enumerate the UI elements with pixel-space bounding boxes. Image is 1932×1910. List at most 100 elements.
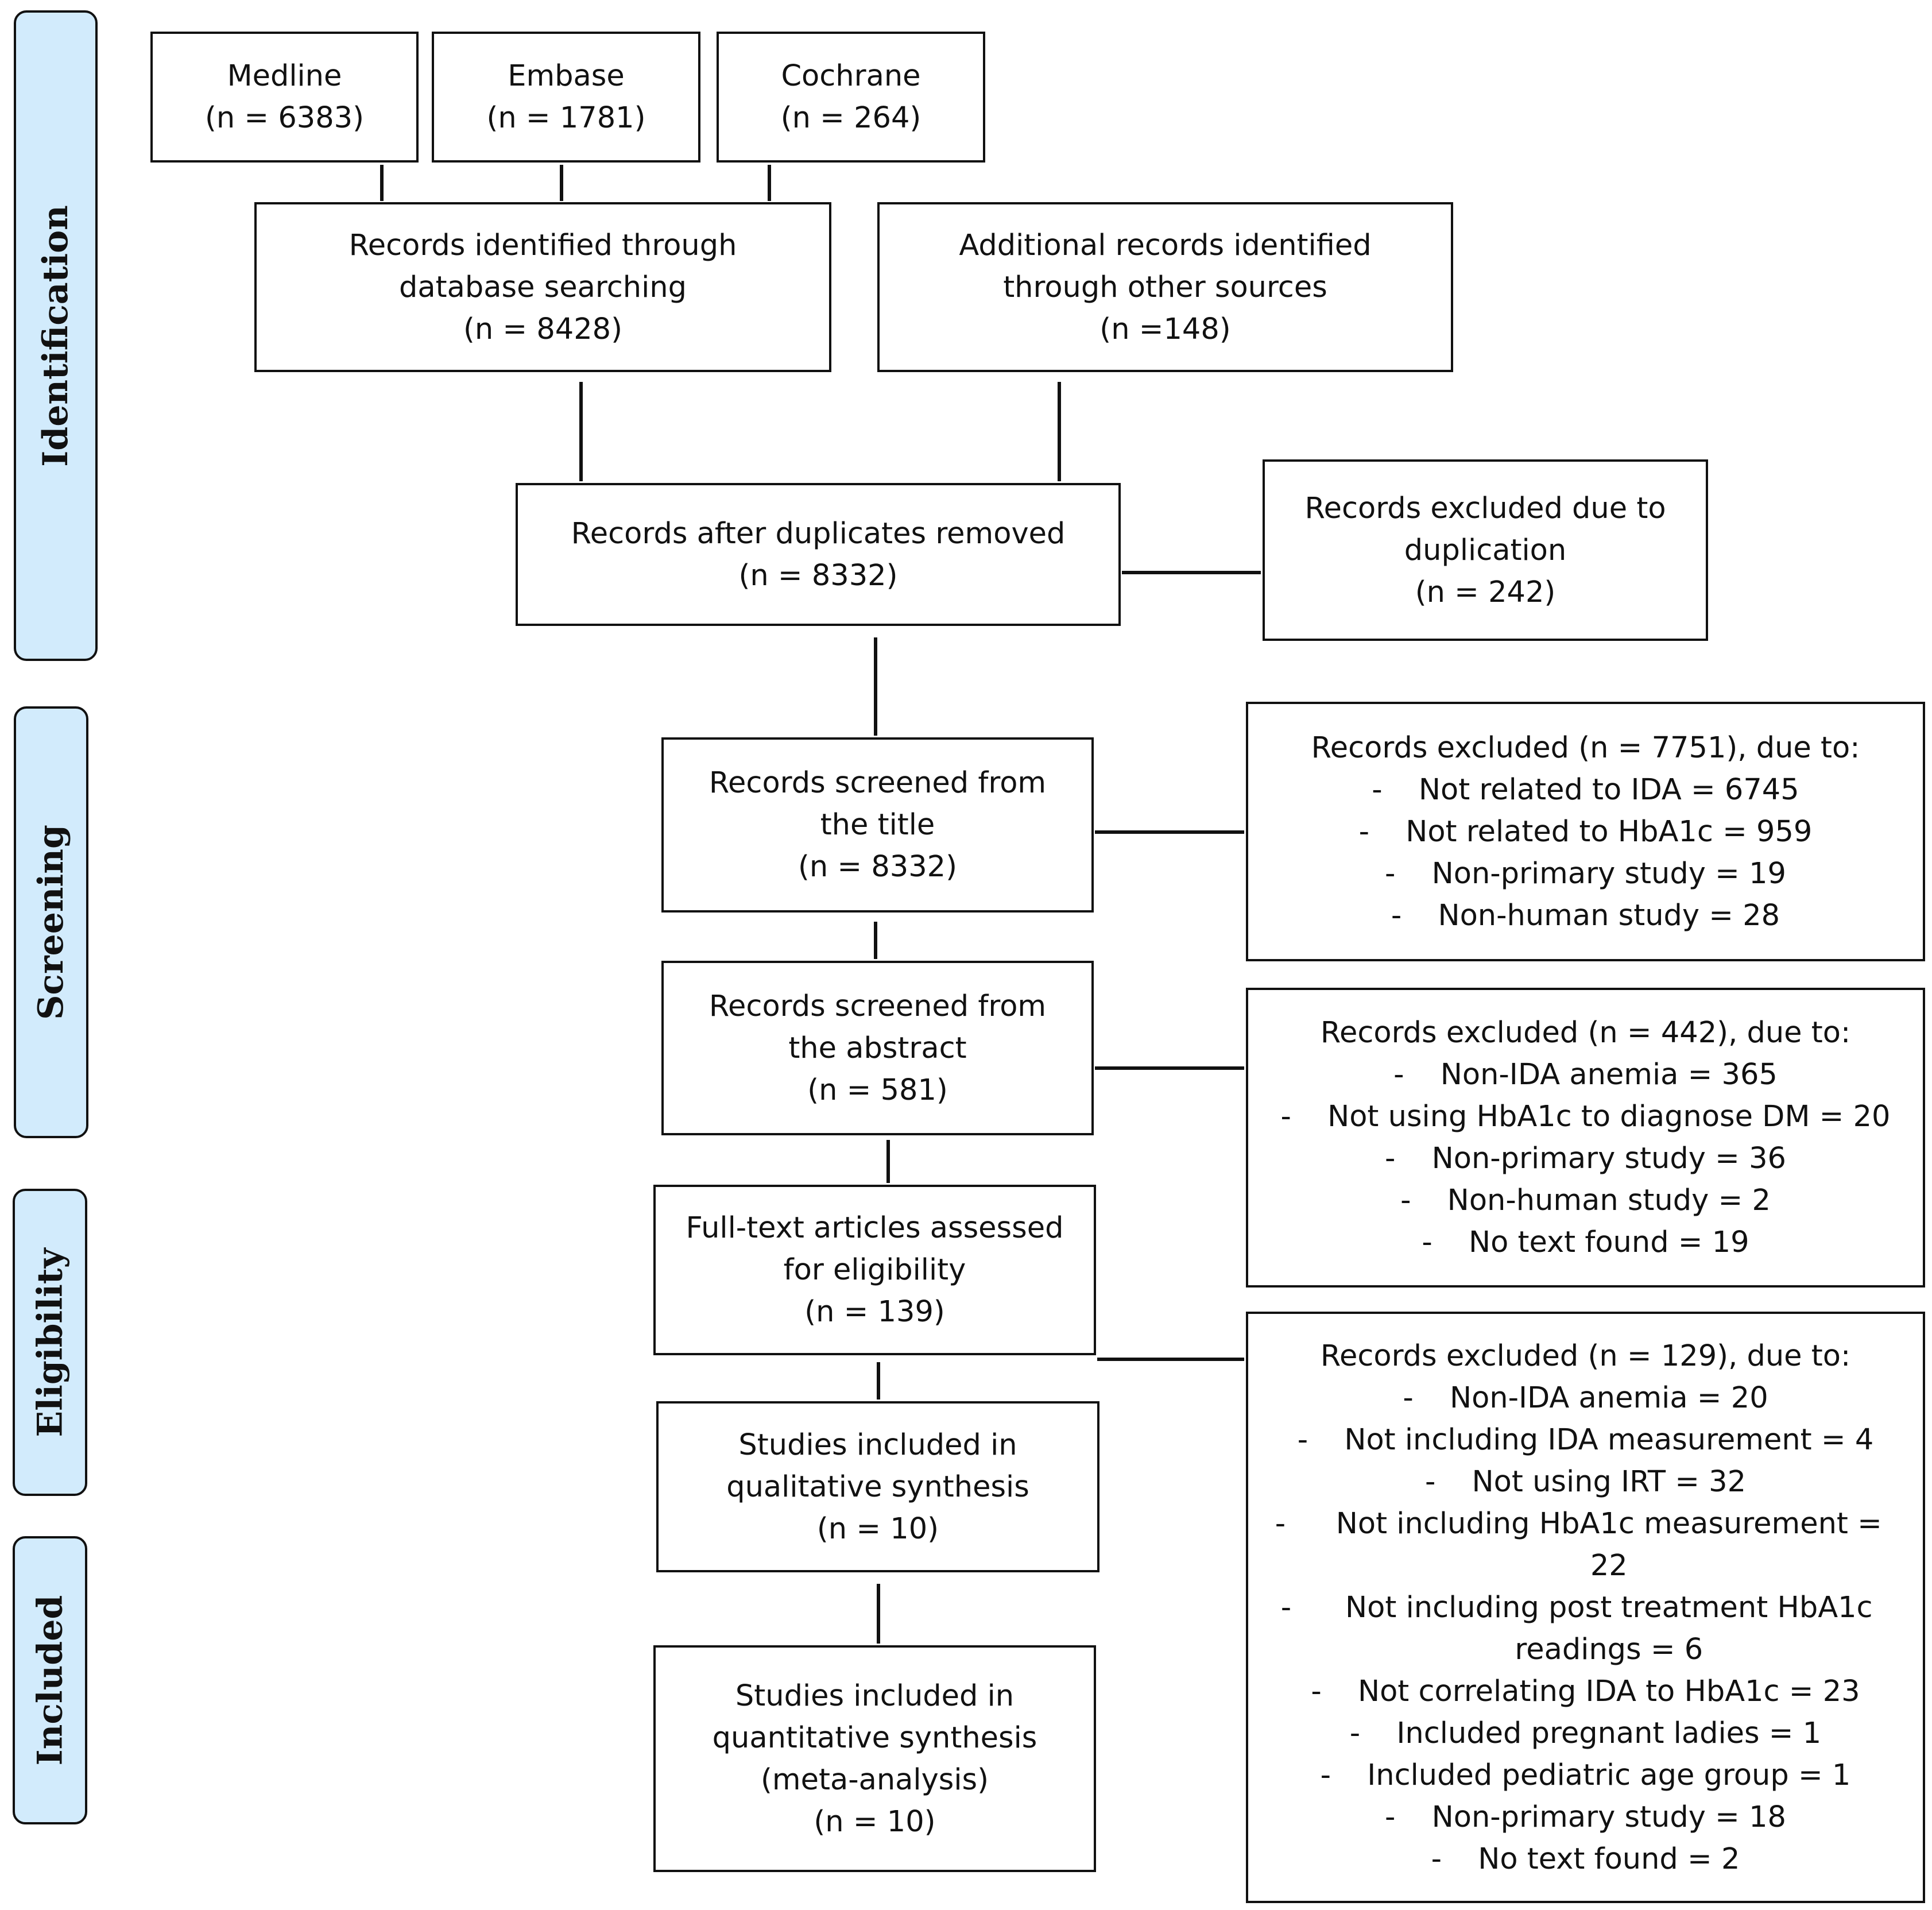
bullet-dash: - — [1280, 1100, 1291, 1134]
bullet-dash: - — [1431, 1842, 1442, 1876]
exclusion-text: Non-primary study = 36 — [1431, 1142, 1786, 1176]
screened-abstract-box: Records screened from the abstract (n = … — [661, 961, 1094, 1135]
exclusion-item: - Not correlating IDA to HbA1c = 23 — [1311, 1671, 1860, 1712]
box-line: Medline — [227, 59, 342, 93]
exclusion-text: Not including post treatment HbA1c readi… — [1345, 1590, 1873, 1667]
bullet-dash: - — [1403, 1381, 1414, 1415]
bullet-dash: - — [1275, 1506, 1286, 1541]
bullet-dash: - — [1372, 772, 1383, 807]
box-line: Records screened from — [708, 766, 1047, 800]
exclusion-text: Included pediatric age group = 1 — [1367, 1758, 1851, 1792]
exclusion-item: -No text found = 19 — [1422, 1221, 1749, 1263]
fulltext-box: Full-text articles assessed for eligibil… — [653, 1185, 1096, 1355]
bullet-dash: - — [1424, 1464, 1436, 1499]
bullet-dash: - — [1385, 1142, 1396, 1176]
stage-identification: Identification — [14, 10, 98, 661]
stage-screening: Screening — [14, 706, 88, 1138]
exclusion-item: - Not including HbA1c measurement = 22 — [1275, 1503, 1896, 1587]
box-line: Additional records identified — [959, 228, 1372, 262]
qualitative-box: Studies included in qualitative synthesi… — [656, 1401, 1099, 1572]
exclusion-item: -Non-IDA anemia = 20 — [1403, 1377, 1768, 1419]
box-line: Studies included in — [735, 1679, 1015, 1713]
exclusion-text: Included pregnant ladies = 1 — [1396, 1716, 1822, 1750]
box-line: Embase — [508, 59, 625, 93]
database-records-box: Records identified through database sear… — [254, 202, 831, 372]
box-line: (n = 242) — [1415, 575, 1556, 609]
exclusion-heading: Records excluded (n = 442), due to: — [1320, 1016, 1851, 1050]
exclusion-text: No text found = 2 — [1478, 1842, 1740, 1876]
exclusion-text: Non-human study = 28 — [1438, 898, 1780, 933]
embase-box: Embase (n = 1781) — [432, 32, 700, 163]
box-line: Studies included in — [738, 1428, 1017, 1462]
exclusion-item: - Non-human study = 28 — [1391, 895, 1780, 937]
box-line: duplication — [1404, 533, 1567, 567]
exclusion-item: - Not using IRT = 32 — [1425, 1461, 1746, 1503]
bullet-dash: - — [1385, 1800, 1396, 1834]
exclusion-item: - Not including IDA measurement = 4 — [1298, 1419, 1874, 1461]
quantitative-box: Studies included in quantitative synthes… — [653, 1645, 1096, 1872]
box-line: the abstract — [788, 1031, 967, 1065]
box-line: Full-text articles assessed — [686, 1211, 1064, 1245]
bullet-dash: - — [1391, 898, 1402, 933]
box-line: database searching — [399, 270, 687, 304]
exclusion-item: -Non-primary study = 19 — [1385, 853, 1786, 895]
exclusion-text: Not using HbA1c to diagnose DM = 20 — [1327, 1100, 1891, 1134]
bullet-dash: - — [1385, 856, 1396, 891]
box-line: (n = 264) — [780, 101, 922, 135]
exclusion-item: -Not including post treatment HbA1c read… — [1281, 1587, 1891, 1671]
exclusion-text: No text found = 19 — [1468, 1225, 1749, 1259]
exclusion-text: Non-human study = 2 — [1447, 1184, 1771, 1217]
exclusion-text: Not related to HbA1c = 959 — [1406, 814, 1813, 849]
bullet-dash: - — [1297, 1422, 1308, 1457]
exclusion-heading: Records excluded (n = 7751), due to: — [1311, 730, 1860, 765]
box-line: (n =148) — [1099, 312, 1231, 346]
cochrane-box: Cochrane (n = 264) — [717, 32, 985, 163]
bullet-dash: - — [1311, 1674, 1322, 1708]
exclusion-item: - Included pediatric age group = 1 — [1321, 1754, 1851, 1796]
box-line: Cochrane — [781, 59, 921, 93]
exclusion-text: Not including IDA measurement = 4 — [1344, 1422, 1874, 1457]
exclusion-item: -Non-human study = 2 — [1400, 1180, 1771, 1221]
medline-box: Medline (n = 6383) — [150, 32, 419, 163]
box-line: Records excluded due to — [1304, 491, 1666, 525]
box-line: quantitative synthesis — [712, 1720, 1037, 1755]
other-sources-box: Additional records identified through ot… — [877, 202, 1453, 372]
after-duplicates-box: Records after duplicates removed (n = 83… — [516, 483, 1121, 626]
box-line: (n = 8332) — [738, 558, 898, 593]
bullet-dash: - — [1358, 814, 1370, 849]
fulltext-exclusion-box: Records excluded (n = 129), due to: -Non… — [1246, 1312, 1925, 1903]
stage-included: Included — [13, 1536, 87, 1824]
bullet-dash: - — [1393, 1058, 1404, 1092]
box-line: (n = 8332) — [797, 850, 958, 884]
exclusion-text: Non-primary study = 18 — [1431, 1800, 1786, 1834]
exclusion-heading: Records excluded (n = 129), due to: — [1320, 1339, 1851, 1373]
box-line: through other sources — [1003, 270, 1327, 304]
exclusion-text: Not correlating IDA to HbA1c = 23 — [1357, 1674, 1860, 1708]
abstract-exclusion-box: Records excluded (n = 442), due to: -Non… — [1246, 988, 1925, 1287]
box-line: (n = 1781) — [486, 101, 646, 135]
exclusion-text: Non-primary study = 19 — [1431, 856, 1786, 891]
exclusion-item: - Included pregnant ladies = 1 — [1350, 1712, 1821, 1754]
box-line: Records identified through — [349, 228, 737, 262]
box-line: Records screened from — [708, 989, 1047, 1023]
box-line: (meta-analysis) — [761, 1762, 989, 1797]
bullet-dash: - — [1320, 1758, 1331, 1792]
exclusion-text: Not related to IDA = 6745 — [1418, 772, 1799, 807]
box-line: for eligibility — [783, 1253, 966, 1287]
box-line: (n = 139) — [804, 1295, 945, 1329]
box-line: (n = 6383) — [204, 101, 365, 135]
stage-eligibility: Eligibility — [13, 1189, 87, 1496]
exclusion-text: Not using IRT = 32 — [1472, 1464, 1747, 1499]
exclusion-item: -Not related to IDA = 6745 — [1372, 769, 1799, 811]
exclusion-item: -Non-IDA anemia = 365 — [1393, 1054, 1778, 1096]
exclusion-item: - Not related to HbA1c = 959 — [1359, 811, 1813, 853]
bullet-dash: - — [1349, 1716, 1361, 1750]
exclusion-text: Not including HbA1c measurement = 22 — [1335, 1506, 1882, 1583]
screened-title-box: Records screened from the title (n = 833… — [661, 737, 1094, 913]
box-line: (n = 10) — [814, 1804, 936, 1839]
box-line: qualitative synthesis — [726, 1470, 1029, 1504]
excluded-duplication-box: Records excluded due to duplication (n =… — [1263, 459, 1708, 641]
box-line: (n = 8428) — [463, 312, 623, 346]
